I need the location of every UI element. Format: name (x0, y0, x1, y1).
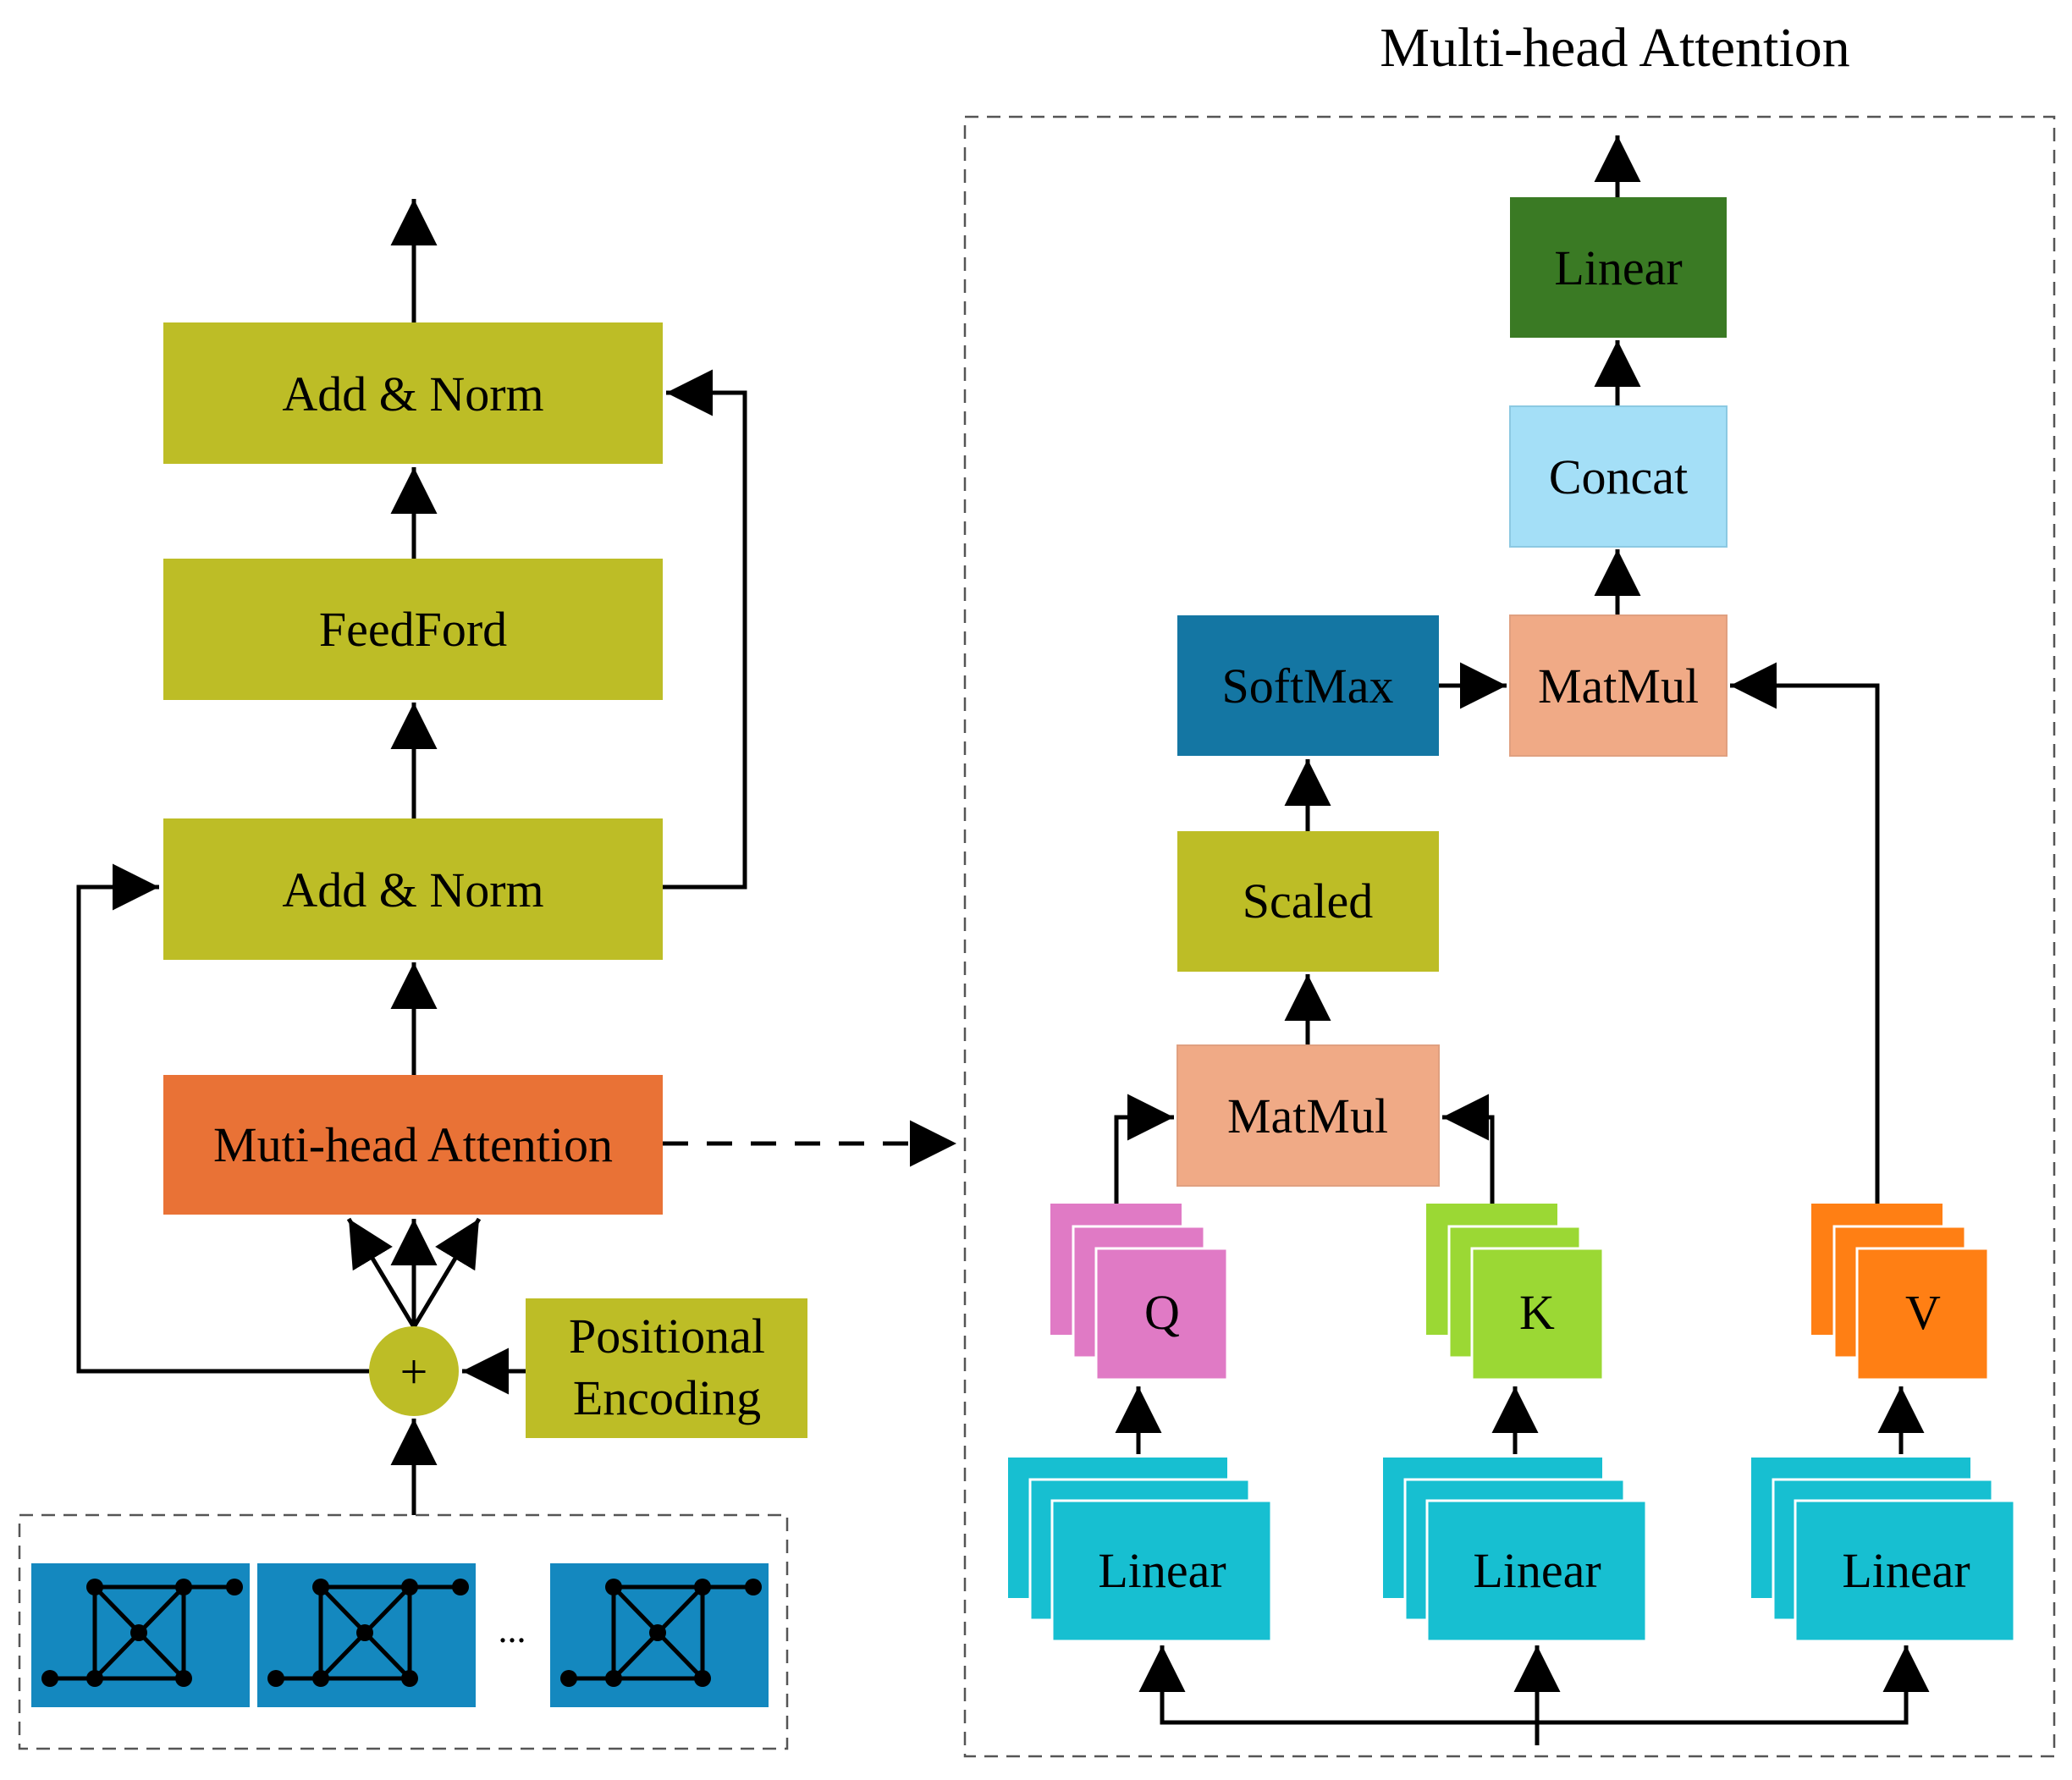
residual-connection-left (76, 863, 369, 1374)
graph-tile-2 (257, 1563, 476, 1707)
softmax-box (1177, 615, 1439, 756)
input-line-right (1537, 1645, 1930, 1725)
concat-label: Concat (1549, 449, 1688, 504)
linear-k-stack (1383, 1458, 1648, 1643)
graph-tile-3 (550, 1563, 769, 1707)
v-label: V (1905, 1285, 1941, 1340)
feedforward-box (163, 559, 663, 700)
linear-out-box (1510, 197, 1727, 338)
matmul-top-label: MatMul (1538, 659, 1699, 714)
add-norm-top-box (163, 322, 663, 464)
linear-out-label: Linear (1554, 240, 1682, 295)
k-stack (1426, 1204, 1605, 1381)
add-norm-top-label: Add & Norm (282, 366, 543, 422)
arrow-plus-to-attn-right (411, 1217, 482, 1329)
attention-label: Muti-head Attention (213, 1117, 613, 1172)
graph-ellipsis: ... (499, 1609, 526, 1650)
matmul-bottom-box (1177, 1044, 1440, 1187)
linear-q-stack (1008, 1458, 1273, 1643)
arrow-v-to-matmul (1730, 662, 1880, 1204)
attention-box (163, 1075, 663, 1215)
scaled-label: Scaled (1243, 873, 1374, 929)
positional-encoding-line2: Encoding (573, 1370, 761, 1425)
arrow-k-to-matmul (1442, 1094, 1495, 1204)
k-label: K (1519, 1285, 1555, 1340)
add-norm-bottom-box (163, 818, 663, 960)
graph-tile-1 (31, 1563, 250, 1707)
softmax-label: SoftMax (1222, 659, 1394, 714)
feedforward-label: FeedFord (319, 602, 507, 657)
q-stack (1050, 1204, 1229, 1381)
arrow-plus-to-attn-left (346, 1217, 416, 1329)
positional-encoding-line1: Positional (569, 1309, 765, 1364)
linear-k-label: Linear (1473, 1543, 1601, 1598)
add-norm-bottom-label: Add & Norm (282, 862, 543, 918)
add-circle-symbol: + (400, 1344, 428, 1399)
v-stack (1811, 1204, 1990, 1381)
positional-encoding-box (526, 1298, 807, 1438)
linear-q-label: Linear (1098, 1543, 1226, 1598)
arrow-q-to-matmul (1114, 1094, 1174, 1204)
input-graphs-container (18, 1513, 789, 1750)
residual-connection-right (663, 369, 747, 890)
matmul-top-box (1509, 614, 1728, 757)
input-line-left (1138, 1645, 1537, 1725)
concat-box (1509, 405, 1728, 548)
add-circle (369, 1326, 459, 1416)
scaled-box (1177, 831, 1439, 972)
diagram-title: Multi-head Attention (1380, 17, 1849, 79)
matmul-bottom-label: MatMul (1227, 1088, 1388, 1143)
q-label: Q (1144, 1285, 1180, 1340)
linear-v-label: Linear (1842, 1543, 1970, 1598)
linear-v-stack (1751, 1458, 2016, 1643)
